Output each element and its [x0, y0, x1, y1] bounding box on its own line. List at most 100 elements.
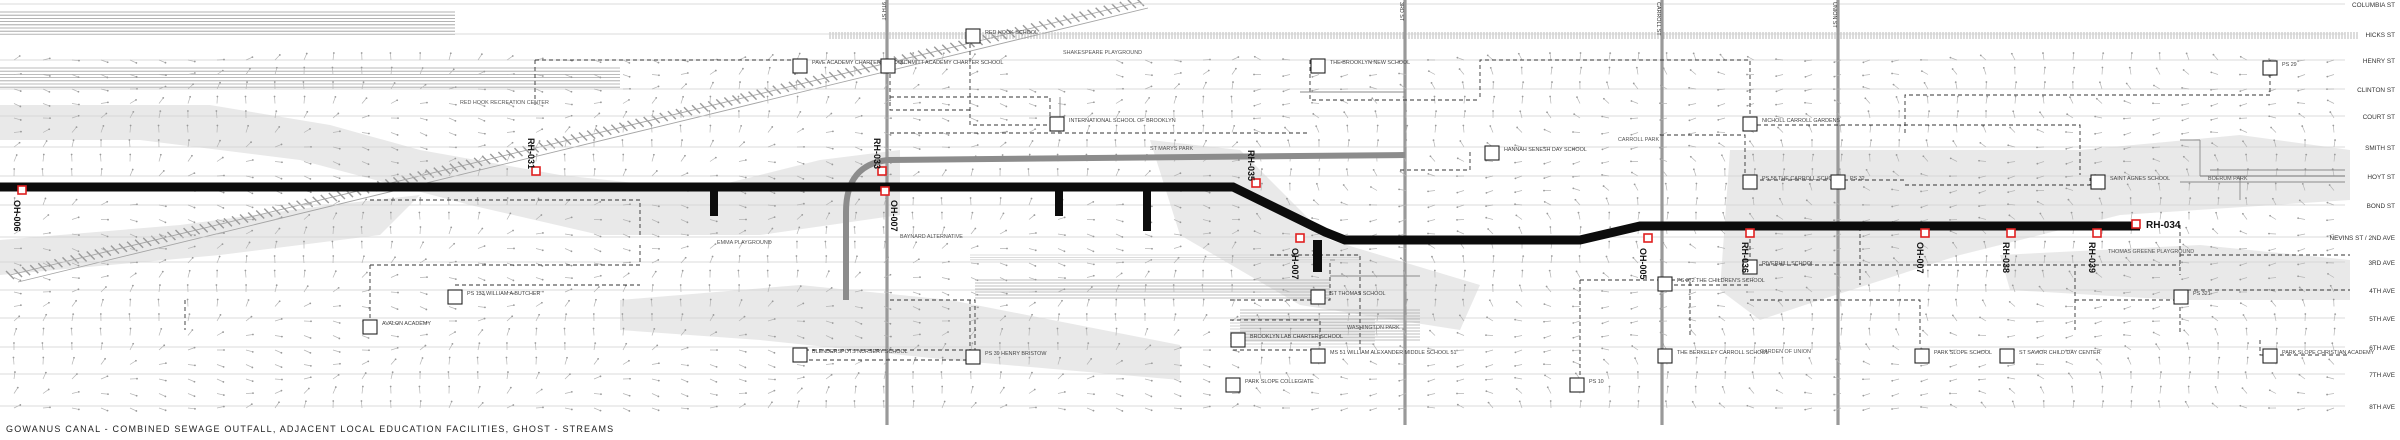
school-marker-16	[1231, 333, 1245, 347]
school-marker-10	[2091, 175, 2105, 189]
outfall-marker-8	[1921, 229, 1929, 237]
outfall-marker-5	[1296, 234, 1304, 242]
ghost-stream-4	[620, 285, 1180, 380]
school-marker-23	[1915, 349, 1929, 363]
outfall-label-8: OH-007	[1915, 242, 1925, 274]
school-label-25: PS 321	[2193, 291, 2211, 297]
place-label-4: EMMA PLAYGROUND	[717, 240, 772, 246]
school-marker-15	[1311, 290, 1325, 304]
street-label-7: BOND ST	[2367, 203, 2396, 210]
catchment-link-8	[1480, 60, 1750, 125]
school-label-2: RED HOOK SCHOOL	[985, 30, 1038, 36]
outfall-label-9: RH-038	[2001, 242, 2011, 273]
school-label-12: AVALON ACADEMY	[382, 321, 431, 327]
school-label-5: PS 29	[2282, 62, 2297, 68]
school-label-16: BROOKLYN LAB CHARTER SCHOOL	[1250, 334, 1343, 340]
outfall-marker-3	[881, 187, 889, 195]
school-marker-18	[1226, 378, 1240, 392]
school-label-6: NICHOLL CARROLL GARDENS	[1762, 118, 1840, 124]
school-marker-22	[1570, 378, 1584, 392]
school-label-21: THE BERKELEY CARROLL SCHOOL	[1677, 350, 1769, 356]
street-label-13: 7TH AVE	[2369, 372, 2395, 379]
school-label-4: THE BROOKLYN NEW SCHOOL	[1330, 60, 1410, 66]
street-label-14: 8TH AVE	[2369, 404, 2395, 411]
ghost-stream-0	[0, 105, 900, 235]
school-marker-3	[1050, 117, 1064, 131]
school-marker-17	[1311, 349, 1325, 363]
outfall-label-5: OH-007	[1290, 248, 1300, 280]
street-label-0: COLUMBIA ST	[2352, 2, 2395, 9]
school-label-3: INTERNATIONAL SCHOOL OF BROOKLYN	[1069, 118, 1176, 124]
street-label-5: SMITH ST	[2365, 145, 2395, 152]
school-label-19: PS 372 THE CHILDREN'S SCHOOL	[1677, 278, 1765, 284]
canal-spur-2	[1055, 187, 1063, 216]
outfall-marker-7	[1746, 229, 1754, 237]
street-label-3: CLINTON ST	[2357, 87, 2395, 94]
catchment-link-7	[1400, 150, 1470, 170]
school-marker-24	[2000, 349, 2014, 363]
place-label-3: CARROLL PARK	[1618, 137, 1659, 143]
school-label-7: HANNAH SENESH DAY SCHOOL	[1504, 147, 1587, 153]
place-label-5: BOERUM PARK	[2208, 176, 2248, 182]
school-label-13: BLENDERSPOTS NURSERY SCHOOL	[812, 349, 908, 355]
place-label-0: RED HOOK RECREATION CENTER	[460, 100, 549, 106]
school-marker-4	[1311, 59, 1325, 73]
place-label-8: WASHINGTON PARK	[1347, 325, 1400, 331]
school-label-14: PS 39 HENRY BRISTOW	[985, 351, 1047, 357]
place-label-9: BAYNARD ALTERNATIVE	[900, 234, 963, 240]
outfall-marker-9	[2007, 229, 2015, 237]
outfall-marker-10	[2093, 229, 2101, 237]
cross-street-label-0: 9TH ST	[880, 2, 886, 21]
school-marker-19	[1658, 277, 1672, 291]
school-label-22: PS 10	[1589, 379, 1604, 385]
school-label-24: ST SAVIOR CHILD DAY CENTER	[2019, 350, 2101, 356]
school-marker-14	[966, 350, 980, 364]
school-marker-2	[966, 29, 980, 43]
school-marker-6	[1743, 117, 1757, 131]
school-label-1: SCHMITT ACADEMY CHARTER SCHOOL	[900, 60, 1003, 66]
branch-tunnel	[888, 155, 1405, 160]
street-label-8: NEVINS ST / 2ND AVE	[2330, 235, 2395, 242]
cross-street-label-3: UNION ST	[1831, 2, 1837, 28]
school-marker-1	[881, 59, 895, 73]
school-label-15: ST THOMAS SCHOOL	[1330, 291, 1386, 297]
place-label-2: ST MARYS PARK	[1150, 146, 1194, 152]
school-marker-26	[2263, 349, 2277, 363]
school-marker-5	[2263, 61, 2277, 75]
school-marker-21	[1658, 349, 1672, 363]
outfall-label-6: OH-005	[1638, 248, 1648, 280]
school-label-10: SAINT AGNES SCHOOL	[2110, 176, 2170, 182]
school-marker-25	[2174, 290, 2188, 304]
school-label-8: PS 58 THE CARROLL SCHOOL	[1762, 176, 1840, 182]
catchment-link-6	[1310, 60, 1480, 100]
canal-spur-3	[1143, 187, 1151, 231]
street-label-10: 4TH AVE	[2369, 288, 2395, 295]
canal-spur-4	[1313, 240, 1322, 272]
outfall-label-7: RH-036	[1740, 242, 1750, 273]
catchment-link-27	[2075, 300, 2180, 335]
outfall-marker-6	[1644, 234, 1652, 242]
school-label-20: RIVERHILL SCHOOL	[1762, 261, 1814, 267]
outfall-label-0: OH-006	[12, 200, 22, 232]
map-caption: GOWANUS CANAL - COMBINED SEWAGE OUTFALL,…	[6, 424, 614, 434]
school-marker-7	[1485, 146, 1499, 160]
street-label-12: 6TH AVE	[2369, 345, 2395, 352]
outfall-marker-11	[2132, 220, 2140, 228]
outfall-label-1: RH-031	[526, 138, 536, 169]
school-label-26: PARK SLOPE CHRISTIAN ACADEMY	[2282, 350, 2375, 356]
rail-band-top	[830, 32, 2357, 39]
outfall-marker-0	[18, 186, 26, 194]
outfall-label-4: RH-035	[1246, 150, 1256, 181]
street-label-9: 3RD AVE	[2368, 260, 2395, 267]
street-label-2: HENRY ST	[2363, 58, 2395, 65]
place-label-7: GARDEN OF UNION	[1760, 349, 1811, 355]
school-label-23: PARK SLOPE SCHOOL	[1934, 350, 1992, 356]
cross-street-label-1: 3RD ST	[1398, 2, 1404, 22]
school-label-9: PS 32	[1850, 176, 1865, 182]
outfall-label-3: OH-007	[889, 200, 899, 232]
school-marker-0	[793, 59, 807, 73]
school-marker-13	[793, 348, 807, 362]
hatch-block-top-left	[0, 12, 455, 34]
school-label-18: PARK SLOPE COLLEGIATE	[1245, 379, 1314, 385]
